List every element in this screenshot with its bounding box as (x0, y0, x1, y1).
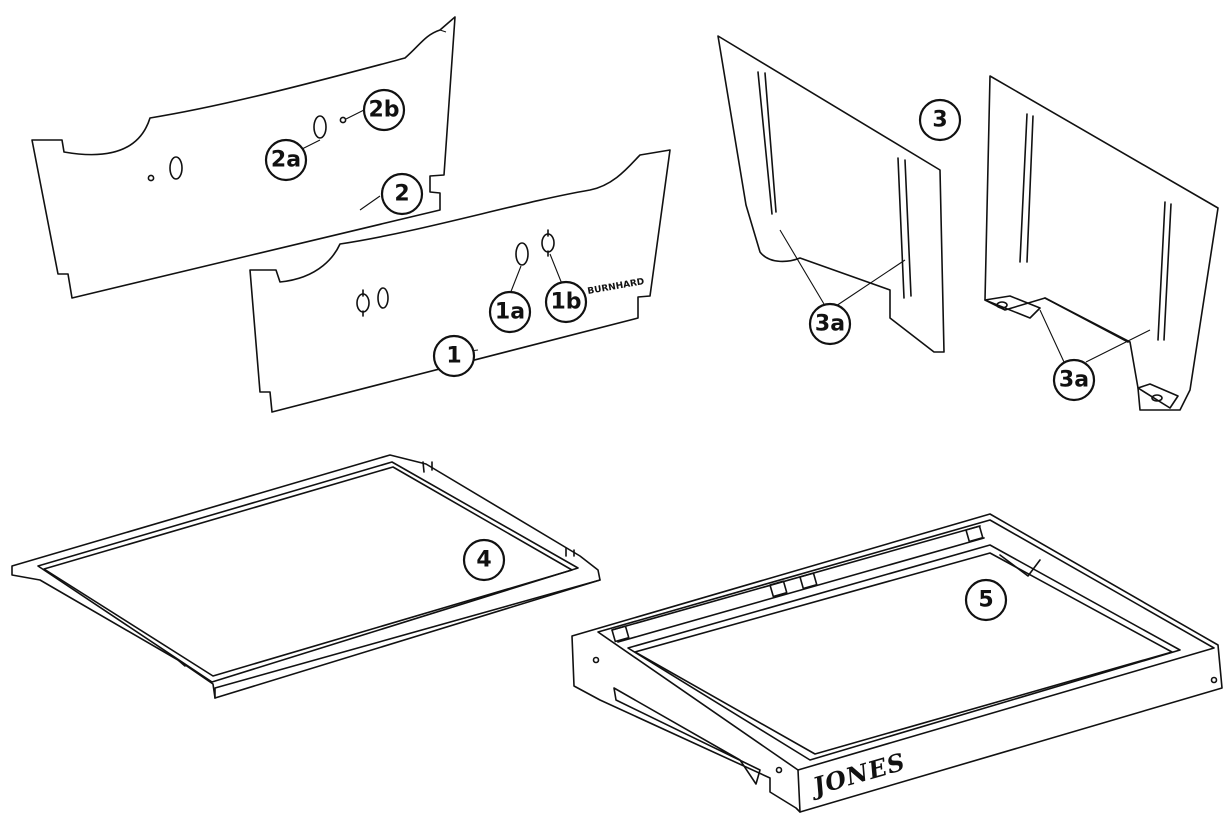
callout-1b: 1b (544, 280, 588, 324)
svg-text:1b: 1b (550, 290, 581, 315)
svg-text:2a: 2a (271, 148, 301, 173)
part-2-rear-panel (31, 16, 456, 299)
svg-text:2: 2 (394, 182, 409, 207)
callout-4: 4 (462, 538, 506, 582)
svg-text:2b: 2b (368, 98, 399, 123)
part-4-floor-frame (11, 454, 601, 699)
svg-text:1a: 1a (495, 300, 525, 325)
part-1-front-panel: BURNHARD (249, 149, 671, 413)
svg-text:4: 4 (476, 548, 491, 573)
svg-text:1: 1 (446, 344, 461, 369)
svg-text:3: 3 (932, 108, 947, 133)
svg-text:3a: 3a (1059, 368, 1089, 393)
callout-2a: 2a (264, 138, 308, 182)
part-3-side-panel-left (717, 35, 945, 353)
callout-1: 1 (432, 334, 476, 378)
callout-3a-left: 3a (808, 302, 852, 346)
leader-lines (299, 109, 1151, 363)
callout-3a-right: 3a (1052, 358, 1096, 402)
callout-2: 2 (380, 172, 424, 216)
part-5-ash-drawer: JONES (571, 513, 1223, 813)
callout-3: 3 (918, 98, 962, 142)
callout-2b: 2b (362, 88, 406, 132)
part-3-side-panel-right (984, 75, 1219, 411)
callout-1a: 1a (488, 290, 532, 334)
svg-text:5: 5 (978, 588, 993, 613)
callout-5: 5 (964, 578, 1008, 622)
svg-text:3a: 3a (815, 312, 845, 337)
